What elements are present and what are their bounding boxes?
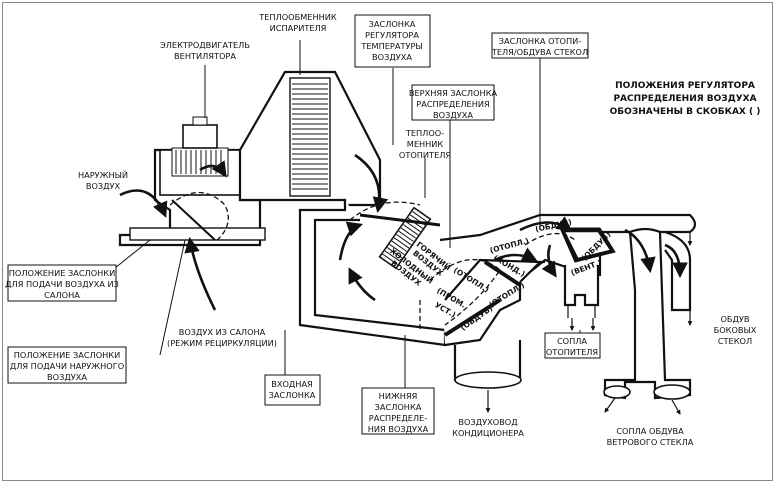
label-inlet-flap-line1: ВХОДНАЯ: [271, 379, 313, 389]
label-evaporator-line2: ИСПАРИТЕЛЯ: [270, 23, 327, 33]
label-ac-duct-line1: ВОЗДУХОВОД: [458, 417, 517, 427]
label-cabin-air-line1: ВОЗДУХ ИЗ САЛОНА: [179, 327, 266, 337]
heater-core-fin: [396, 234, 412, 246]
label-lower-flap-line3: РАСПРЕДЕЛЕ-: [369, 413, 427, 423]
label-lower-flap-line1: НИЖНЯЯ: [379, 391, 418, 401]
heater-core-fin: [412, 211, 428, 223]
label-motor: ЭЛЕКТРОДВИГАТЕЛЬ ВЕНТИЛЯТОРА: [160, 40, 250, 61]
evaporator-core-icon: [289, 77, 331, 197]
label-fresh-pos-line2: ДЛЯ ПОДАЧИ НАРУЖНОГО: [10, 361, 124, 371]
label-heater-nozzles-line1: СОПЛА: [557, 336, 587, 346]
label-recirc-pos-line2: ДЛЯ ПОДАЧИ ВОЗДУХА ИЗ: [5, 279, 119, 289]
label-side-windows: ОБДУВ БОКОВЫХ СТЕКОЛ: [714, 314, 757, 346]
heater-core-fin: [400, 227, 417, 239]
label-heater-nozzles: СОПЛА ОТОПИТЕЛЯ: [544, 332, 601, 359]
label-fresh-pos-line3: ВОЗДУХА: [47, 372, 87, 382]
label-motor-line2: ВЕНТИЛЯТОРА: [174, 51, 236, 61]
heater-core-fin: [382, 253, 398, 265]
lower-distribution-flap: [443, 298, 502, 337]
label-defrost-flap-line2: ТЕЛЯ/ОБДУВА СТЕКОЛ: [491, 47, 588, 57]
label-heater-nozzles-line2: ОТОПИТЕЛЯ: [546, 347, 598, 357]
label-outside-air-line1: НАРУЖНЫЙ: [78, 169, 128, 180]
label-heater-core-line3: ОТОПИТЕЛЯ: [399, 150, 451, 160]
label-note-line2: РАСПРЕДЕЛЕНИЯ ВОЗДУХА: [613, 94, 756, 104]
label-lower-flap-line4: НИЯ ВОЗДУХА: [368, 424, 429, 434]
label-recirc-pos: ПОЛОЖЕНИЕ ЗАСЛОНКИ ДЛЯ ПОДАЧИ ВОЗДУХА ИЗ…: [5, 264, 119, 302]
label-heater-core-line2: МЕННИК: [407, 139, 444, 149]
label-temp-flap-line1: ЗАСЛОНКА: [369, 19, 416, 29]
label-inlet-flap: ВХОДНАЯ ЗАСЛОНКА: [264, 374, 321, 406]
temperature-flap: [359, 213, 441, 227]
airflow-arrows: [119, 153, 693, 415]
heater-core-fin: [387, 247, 403, 259]
heater-core-fin: [391, 240, 407, 252]
label-side-windows-line1: ОБДУВ: [720, 314, 749, 324]
label-windshield-nozzles-line2: ВЕТРОВОГО СТЕКЛА: [607, 437, 694, 447]
label-inlet-flap-line2: ЗАСЛОНКА: [269, 390, 316, 400]
label-evaporator: ТЕПЛООБМЕННИК ИСПАРИТЕЛЯ: [258, 12, 337, 33]
label-upper-flap-line3: ВОЗДУХА: [433, 110, 473, 120]
label-fresh-pos: ПОЛОЖЕНИЕ ЗАСЛОНКИ ДЛЯ ПОДАЧИ НАРУЖНОГО …: [7, 346, 127, 384]
label-outside-air: НАРУЖНЫЙ ВОЗДУХ: [78, 169, 128, 191]
diagram-frame: [2, 2, 773, 481]
heater-nozzle-duct: [563, 265, 600, 318]
heater-core-fin: [403, 224, 419, 236]
label-upper-flap-line1: ВЕРХНЯЯ ЗАСЛОНКА: [409, 88, 498, 98]
label-note-line1: ПОЛОЖЕНИЯ РЕГУЛЯТОРА: [615, 81, 755, 91]
label-heater-core: ТЕПЛОО- МЕННИК ОТОПИТЕЛЯ: [399, 128, 451, 160]
label-note: ПОЛОЖЕНИЯ РЕГУЛЯТОРА РАСПРЕДЕЛЕНИЯ ВОЗДУ…: [610, 81, 761, 117]
label-lower-flap-line2: ЗАСЛОНКА: [375, 402, 422, 412]
label-fresh-pos-line1: ПОЛОЖЕНИЕ ЗАСЛОНКИ: [14, 350, 121, 360]
windshield-duct: [603, 227, 692, 400]
label-windshield-nozzles: СОПЛА ОБДУВА ВЕТРОВОГО СТЕКЛА: [607, 426, 694, 447]
label-temp-flap: ЗАСЛОНКА РЕГУЛЯТОРА ТЕМПЕРАТУРЫ ВОЗДУХА: [354, 14, 431, 68]
fan-motor-icon: [182, 116, 218, 149]
defrost-flap: [559, 227, 616, 263]
label-temp-flap-line4: ВОЗДУХА: [372, 52, 412, 62]
label-recirc-pos-line1: ПОЛОЖЕНИЕ ЗАСЛОНКИ: [9, 268, 116, 278]
label-ac-duct: ВОЗДУХОВОД КОНДИЦИОНЕРА: [452, 417, 524, 438]
ac-duct: [453, 340, 522, 389]
label-windshield-nozzles-line1: СОПЛА ОБДУВА: [616, 426, 684, 436]
label-heater-core-line1: ТЕПЛОО-: [405, 128, 444, 138]
label-ac-duct-line2: КОНДИЦИОНЕРА: [452, 428, 524, 438]
label-outside-air-line2: ВОЗДУХ: [86, 181, 121, 191]
heater-core-fin: [398, 230, 414, 242]
inlet-flap: [171, 199, 216, 241]
label-defrost-flap-line1: ЗАСЛОНКА ОТОПИ-: [499, 36, 582, 46]
label-evaporator-line1: ТЕПЛООБМЕННИК: [258, 12, 337, 22]
leader-lines: [99, 40, 581, 390]
label-side-windows-line3: СТЕКОЛ: [718, 336, 752, 346]
heater-core-fin: [384, 250, 401, 262]
label-temp-flap-line2: РЕГУЛЯТОРА: [365, 30, 419, 40]
label-side-windows-line2: БОКОВЫХ: [714, 325, 757, 335]
label-cabin-air-line2: (РЕЖИМ РЕЦИРКУЛЯЦИИ): [167, 338, 277, 348]
label-lower-flap: НИЖНЯЯ ЗАСЛОНКА РАСПРЕДЕЛЕ- НИЯ ВОЗДУХА: [361, 387, 435, 435]
label-temp-flap-line3: ТЕМПЕРАТУРЫ: [360, 41, 422, 51]
label-motor-line1: ЭЛЕКТРОДВИГАТЕЛЬ: [160, 40, 250, 50]
label-note-line3: ОБОЗНАЧЕНЫ В СКОБКАХ ( ): [610, 107, 761, 117]
label-upper-flap-line2: РАСПРЕДЕЛЕНИЯ: [416, 99, 489, 109]
heater-core-fin: [389, 243, 405, 256]
label-recirc-pos-line3: САЛОНА: [44, 290, 80, 300]
label-defrost-flap: ЗАСЛОНКА ОТОПИ- ТЕЛЯ/ОБДУВА СТЕКОЛ: [491, 32, 589, 59]
heater-core-fin: [393, 237, 410, 249]
upper-distribution-flap: [483, 260, 522, 287]
label-upper-flap: ВЕРХНЯЯ ЗАСЛОНКА РАСПРЕДЕЛЕНИЯ ВОЗДУХА: [409, 84, 498, 121]
heater-core-fin: [405, 220, 421, 233]
label-cabin-air: ВОЗДУХ ИЗ САЛОНА (РЕЖИМ РЕЦИРКУЛЯЦИИ): [167, 327, 277, 348]
